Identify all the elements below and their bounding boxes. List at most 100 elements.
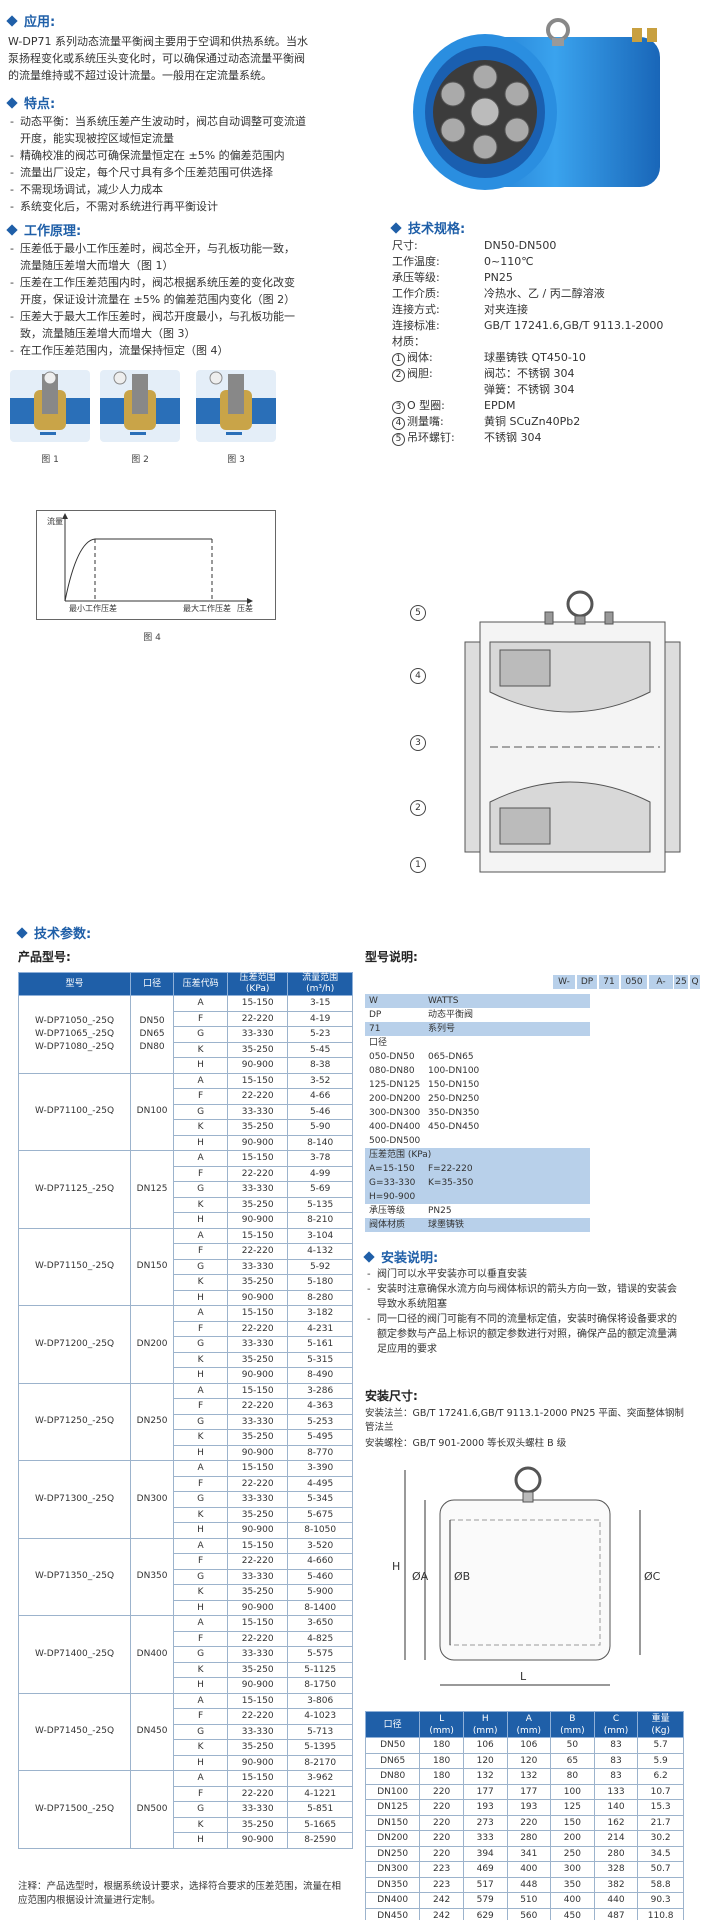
table-cell: DN200: [364, 1830, 421, 1847]
table-cell: A: [173, 1537, 228, 1554]
table-cell: 560: [506, 1907, 552, 1920]
model-desc-row: 500-DN500: [365, 1134, 590, 1148]
table-cell: 33-330: [226, 1258, 289, 1275]
model-code-box: 71: [599, 975, 619, 989]
table-cell: 90-900: [226, 1212, 289, 1229]
dn-name: DN250: [136, 1416, 168, 1427]
spec-label: 承压等级:: [392, 271, 440, 284]
list-item: 在工作压差范围内，流量保持恒定（图 4）: [8, 342, 304, 359]
table-cell: 3-390: [287, 1460, 353, 1477]
list-item: 精确校准的阀芯可确保流量恒定在 ±5% 的偏差范围内: [8, 147, 308, 164]
column-header: A (mm): [506, 1711, 552, 1738]
install-heading: 安装说明:: [363, 1247, 438, 1266]
table-cell: 133: [593, 1783, 639, 1800]
table-cell: 328: [593, 1861, 639, 1878]
graph-min-label: 最小工作压差: [69, 604, 117, 613]
table-cell: 177: [462, 1783, 508, 1800]
spec-label: 材质：: [392, 335, 425, 348]
valve-product-image: [385, 2, 685, 194]
callout-number-icon: 5: [410, 605, 426, 621]
dn-name: DN80: [139, 1041, 165, 1052]
model-name: W-DP71100_-25Q: [34, 1106, 115, 1117]
table-cell: 333: [462, 1830, 508, 1847]
table-cell: H: [173, 1444, 228, 1461]
model-desc-a: 71: [369, 1024, 381, 1034]
tech-heading: 技术参数:: [16, 923, 91, 942]
table-cell: 5-713: [287, 1723, 353, 1740]
graph-max-label: 最大工作压差: [183, 604, 231, 613]
table-cell: 15-150: [226, 1460, 289, 1477]
table-cell: 65: [550, 1752, 595, 1769]
table-cell: 177: [506, 1783, 552, 1800]
table-cell: 35-250: [226, 1041, 289, 1058]
table-cell: 5-851: [287, 1801, 353, 1818]
table-cell: 90-900: [226, 1522, 289, 1539]
model-desc-b: 150-DN150: [428, 1080, 480, 1090]
graph-x-label: 压差: [237, 604, 253, 613]
table-cell: 6.2: [637, 1768, 684, 1785]
table-cell: 5.9: [637, 1752, 684, 1769]
table-cell: 33-330: [226, 1181, 289, 1198]
table-cell: 22-220: [226, 1630, 289, 1647]
callout-number-icon: 1: [410, 857, 426, 873]
table-cell: 90.3: [637, 1892, 684, 1909]
table-header-row: 型号口径压差代码压差范围 (KPa)流量范围 (m³/h): [17, 972, 353, 996]
table-cell: F: [173, 1630, 228, 1647]
model-cell: W-DP71250_-25Q: [17, 1382, 132, 1461]
table-cell: H: [173, 1367, 228, 1384]
dn-cell: DN350: [130, 1537, 175, 1616]
table-cell: 15-150: [226, 1382, 289, 1399]
table-cell: K: [173, 1584, 228, 1601]
dim-l-label: L: [520, 1670, 527, 1683]
spec-label: 连接方式:: [392, 303, 440, 316]
diamond-bullet-icon: [390, 222, 402, 234]
table-cell: 4-19: [287, 1010, 353, 1027]
product-note: 注释：产品选型时，根据系统设计要求，选择符合要求的压差范围，流量在相应范围内根据…: [18, 1881, 342, 1906]
table-cell: A: [173, 1305, 228, 1322]
table-cell: G: [173, 1568, 228, 1585]
table-cell: 3-962: [287, 1770, 353, 1787]
callout-number-icon: 1: [392, 353, 405, 366]
spec-value: 弹簧：不锈钢 304: [484, 383, 575, 396]
table-cell: 450: [550, 1907, 595, 1920]
table-cell: 15-150: [226, 1537, 289, 1554]
table-cell: A: [173, 1615, 228, 1632]
model-desc-b: 450-DN450: [428, 1122, 480, 1132]
dn-name: DN500: [136, 1803, 168, 1814]
model-name: W-DP71050_-25Q: [34, 1015, 115, 1026]
table-cell: 3-286: [287, 1382, 353, 1399]
table-cell: 58.8: [637, 1876, 684, 1893]
table-cell: 35-250: [226, 1429, 289, 1446]
table-cell: G: [173, 1646, 228, 1663]
table-cell: 106: [462, 1737, 508, 1754]
table-cell: 35-250: [226, 1584, 289, 1601]
spec-label: 工作温度:: [392, 255, 440, 268]
principle-heading: 工作原理:: [6, 220, 81, 239]
spec-material-name: O 型圈:: [407, 399, 445, 412]
dim-c-label: ØC: [644, 1570, 661, 1583]
dn-cell: DN250: [130, 1382, 175, 1461]
table-cell: 132: [506, 1768, 552, 1785]
table-cell: 5-1125: [287, 1661, 353, 1678]
table-cell: 5-575: [287, 1646, 353, 1663]
table-cell: 34.5: [637, 1845, 684, 1862]
table-cell: 83: [593, 1752, 639, 1769]
model-desc-a: W: [369, 996, 378, 1006]
table-cell: K: [173, 1041, 228, 1058]
